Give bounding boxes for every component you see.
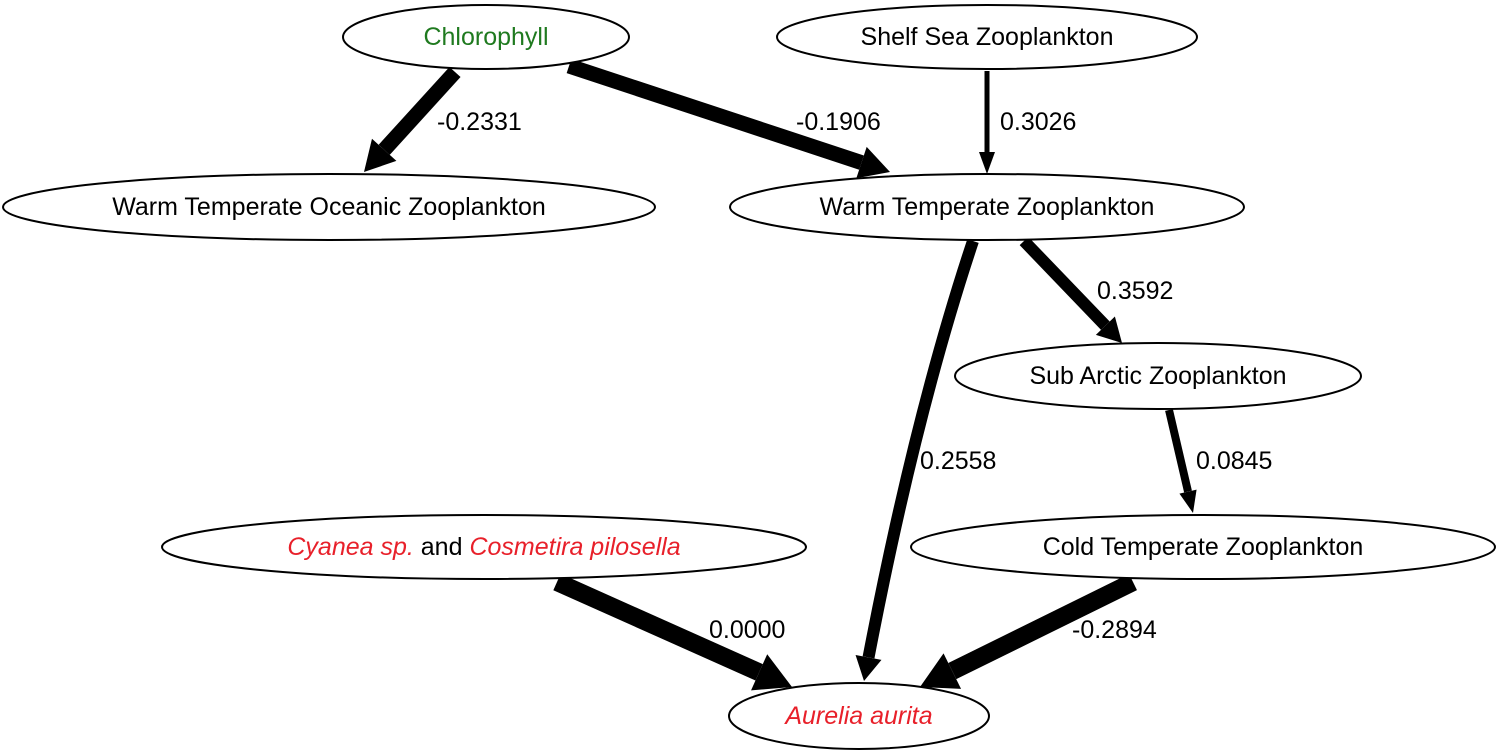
node-label: Cyanea sp. and Cosmetira pilosella (287, 533, 680, 561)
edge-cyanea-to-aurelia (553, 573, 792, 691)
edge-line (948, 573, 1137, 680)
node-ellipse (776, 4, 1198, 70)
node-label: Warm Temperate Oceanic Zooplankton (112, 193, 546, 221)
arrowhead-icon (1179, 489, 1197, 513)
node-label-segment: Aurelia aurita (783, 702, 932, 730)
node-label: Sub Arctic Zooplankton (1029, 362, 1286, 390)
edges-layer (364, 58, 1197, 691)
node-ellipse (910, 514, 1496, 580)
node-chlorophyll: Chlorophyll (342, 4, 630, 70)
node-label: Shelf Sea Zooplankton (861, 23, 1114, 51)
edge-label-chlorophyll-to-wt: -0.1906 (796, 108, 881, 136)
node-label-segment: Warm Temperate Zooplankton (820, 193, 1155, 221)
edge-label-sa-to-ct: 0.0845 (1196, 447, 1272, 475)
arrowhead-icon (979, 152, 995, 174)
node-label-segment: Chlorophyll (423, 23, 548, 51)
edge-label-chlorophyll-to-wto: -0.2331 (437, 108, 522, 136)
node-label-segment: Shelf Sea Zooplankton (861, 23, 1114, 51)
arrowhead-icon (920, 653, 962, 689)
node-label-segment: Cold Temperate Zooplankton (1043, 533, 1364, 561)
edge-line (566, 58, 864, 170)
node-ellipse (954, 342, 1362, 410)
node-cold-temperate-zooplankton: Cold Temperate Zooplankton (910, 514, 1496, 580)
arrowhead-icon (1095, 316, 1122, 343)
edge-label-wt-to-aurelia: 0.2558 (920, 447, 996, 475)
edge-labels-layer: -0.2331 -0.1906 0.3026 0.3592 0.2558 0.0845 0.… (437, 108, 1272, 644)
edge-wt-to-sa (1019, 236, 1122, 343)
edge-line (553, 573, 763, 681)
node-label-segment: Sub Arctic Zooplankton (1029, 362, 1286, 390)
node-cyanea-cosmetira: Cyanea sp. and Cosmetira pilosella (161, 514, 807, 580)
edge-chlorophyll-to-wt (566, 58, 890, 179)
node-ellipse (728, 682, 990, 750)
edge-label-cyanea-to-aurelia: 0.0000 (709, 616, 785, 644)
arrowhead-icon (364, 138, 397, 172)
node-aurelia-aurita: Aurelia aurita (728, 682, 990, 750)
node-label-segment: Warm Temperate Oceanic Zooplankton (112, 193, 546, 221)
node-shelf-sea-zooplankton: Shelf Sea Zooplankton (776, 4, 1198, 70)
edge-shelf-to-wt (979, 71, 995, 174)
arrowhead-icon (751, 654, 792, 691)
edge-label-ct-to-aurelia: -0.2894 (1072, 616, 1157, 644)
node-ellipse (729, 173, 1245, 241)
edge-wt-to-aurelia (855, 239, 979, 681)
node-label-segment: Cosmetira pilosella (469, 533, 680, 561)
arrowhead-icon (855, 654, 882, 681)
edge-sa-to-ct (1165, 409, 1197, 513)
arrowhead-icon (856, 146, 890, 179)
edge-ct-to-aurelia (920, 573, 1137, 689)
node-ellipse (161, 514, 807, 580)
edge-label-shelf-to-wt: 0.3026 (1000, 108, 1076, 136)
node-label: Cold Temperate Zooplankton (1043, 533, 1364, 561)
node-label: Chlorophyll (423, 23, 548, 51)
edge-chlorophyll-to-wto (364, 66, 461, 172)
node-warm-temperate-zooplankton: Warm Temperate Zooplankton (729, 173, 1245, 241)
node-ellipse (2, 173, 656, 241)
node-label: Aurelia aurita (783, 702, 932, 730)
node-warm-temperate-oceanic-zooplankton: Warm Temperate Oceanic Zooplankton (2, 173, 656, 241)
edge-label-wt-to-sa: 0.3592 (1097, 277, 1173, 305)
edge-line (1019, 236, 1110, 330)
edge-line (378, 66, 461, 155)
node-label-segment: Cyanea sp. (287, 533, 413, 561)
node-label: Warm Temperate Zooplankton (820, 193, 1155, 221)
node-label-segment: and (414, 533, 470, 561)
edge-line (862, 239, 979, 659)
edge-line (1165, 409, 1192, 493)
node-sub-arctic-zooplankton: Sub Arctic Zooplankton (954, 342, 1362, 410)
node-ellipse (342, 4, 630, 70)
